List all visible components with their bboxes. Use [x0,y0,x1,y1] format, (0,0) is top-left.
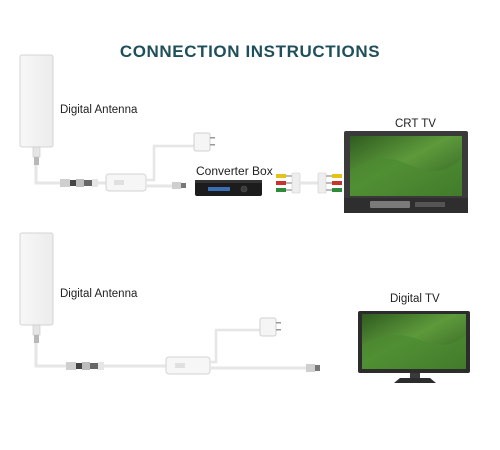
coax-cable-2 [34,343,70,368]
digital-antenna-2 [19,232,54,343]
coax-connector-1 [60,179,98,187]
antenna-label-2: Digital Antenna [60,288,138,300]
digital-tv [358,311,470,383]
coax-cable-1 [34,165,70,185]
power-cable-2 [210,328,262,364]
antenna-label-1: Digital Antenna [60,104,138,116]
power-injector-2 [165,356,211,375]
digital-antenna-1 [19,54,54,165]
power-cable-1 [146,144,196,182]
coax-connector-2 [66,362,104,370]
power-adapter-1 [193,132,215,152]
setup-1 [19,54,468,213]
crt-tv [344,131,468,213]
crt-tv-label: CRT TV [395,118,436,130]
page-title: CONNECTION INSTRUCTIONS [119,42,381,61]
converter-box-label: Converter Box [196,164,273,178]
digital-tv-label: Digital TV [390,293,440,305]
power-adapter-2 [259,317,281,337]
rca-cables-converter [276,172,318,194]
power-injector-1 [105,173,147,192]
rca-cables-tv [317,172,342,194]
converter-box [195,180,262,196]
setup-2 [19,232,470,383]
